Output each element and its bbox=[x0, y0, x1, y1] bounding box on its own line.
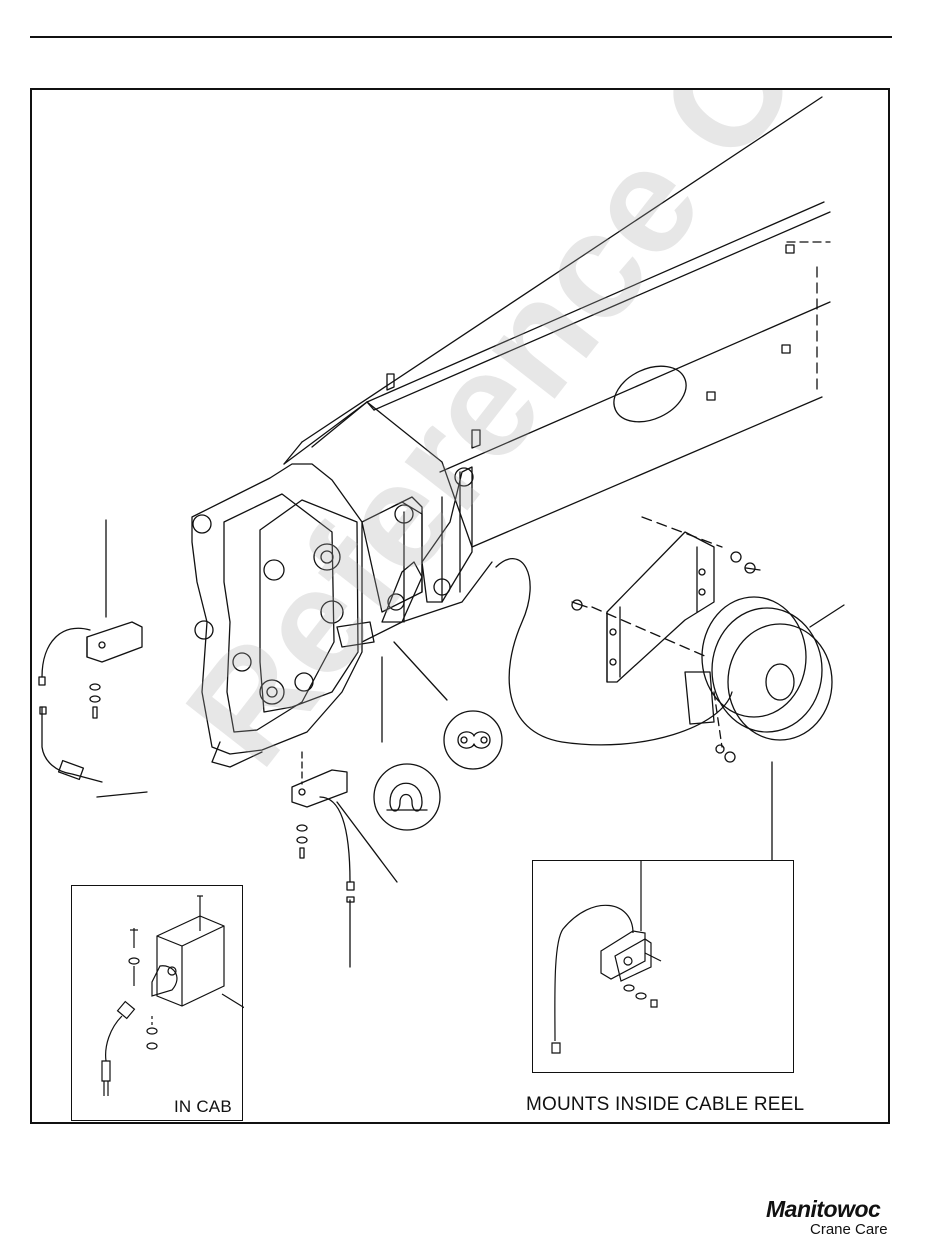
cable-reel-inset bbox=[532, 860, 794, 1073]
in-cab-label: IN CAB bbox=[174, 1097, 232, 1117]
in-cab-receiver-drawing bbox=[72, 886, 244, 1122]
manitowoc-logo: Manitowoc Crane Care bbox=[766, 1196, 890, 1240]
cable-reel-label: MOUNTS INSIDE CABLE REEL bbox=[526, 1094, 804, 1116]
reel-switch-drawing bbox=[533, 861, 795, 1074]
header-rule bbox=[30, 36, 892, 38]
brand-name: Manitowoc bbox=[766, 1196, 880, 1223]
in-cab-inset bbox=[71, 885, 243, 1121]
brand-subtitle: Crane Care bbox=[810, 1221, 888, 1238]
